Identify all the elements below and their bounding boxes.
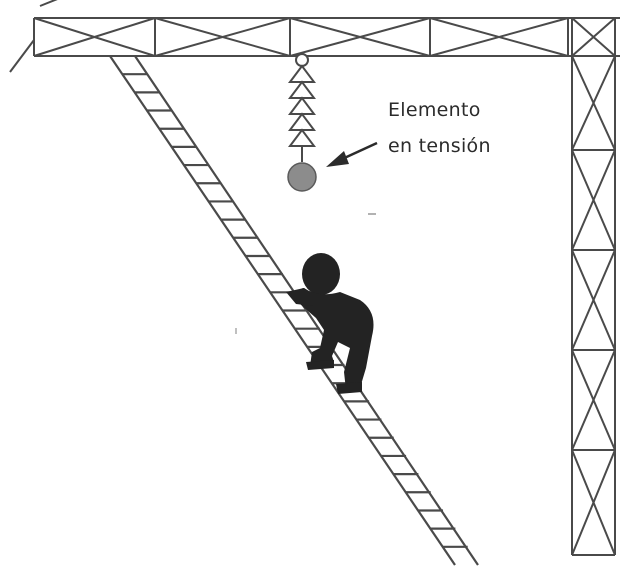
label-line-2: en tensión [388, 128, 491, 164]
person-climbing-icon [286, 253, 374, 394]
insulator-string-icon [290, 54, 314, 162]
truss-column [572, 18, 615, 555]
truss-beam [10, 0, 620, 72]
energized-ball-icon [288, 163, 316, 191]
label-line-1: Elemento [388, 92, 491, 128]
live-element-label: Elemento en tensión [388, 92, 491, 164]
arrow-icon [326, 143, 377, 167]
